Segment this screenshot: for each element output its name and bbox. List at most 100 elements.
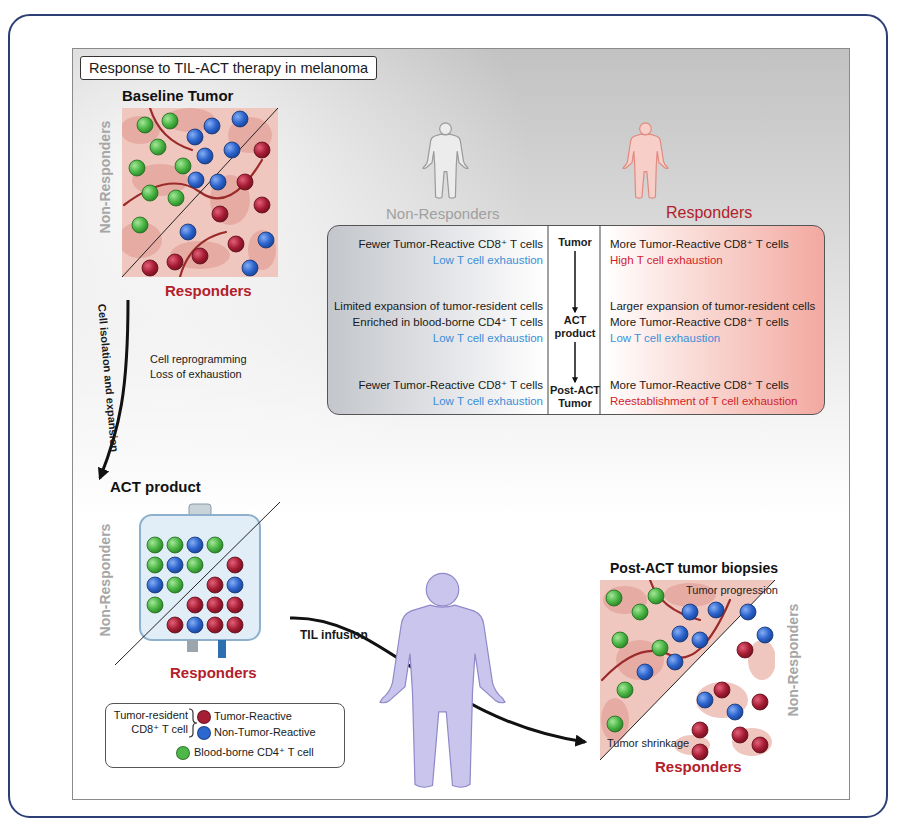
t-cell-part <box>254 142 270 158</box>
group-label: Responders <box>655 758 742 775</box>
patient-icon-part <box>423 134 468 198</box>
t-cell-part <box>132 217 148 233</box>
group-label: Non-Responders <box>785 604 801 717</box>
t-cell-part <box>142 260 158 276</box>
edge-label: TIL infusion <box>300 628 368 643</box>
t-cell-part <box>212 206 228 222</box>
split-line <box>600 580 775 760</box>
table-cell: Fewer Tumor-Reactive CD8⁺ T cells <box>323 237 543 252</box>
iv-bag-part <box>187 640 198 652</box>
t-cell-part <box>672 626 688 642</box>
t-cell-part <box>692 744 708 760</box>
t-cell-part <box>607 716 623 732</box>
table-cell: Low T cell exhaustion <box>323 331 543 346</box>
post-tumor-art-part <box>600 580 775 760</box>
outcome-label: Tumor shrinkage <box>607 737 689 750</box>
patient-icon <box>623 123 668 198</box>
t-cell-part <box>147 597 163 613</box>
legend-swatch <box>176 746 190 760</box>
split-line <box>115 502 280 665</box>
t-cell-part <box>175 158 191 174</box>
t-cell-part <box>732 727 748 743</box>
t-cell-part <box>752 737 768 753</box>
table-cell: High T cell exhaustion <box>610 253 723 268</box>
patient-icon <box>423 123 468 198</box>
column-heading: Responders <box>666 204 752 222</box>
t-cell-part <box>242 260 258 276</box>
table-cell: Larger expansion of tumor-resident cells <box>610 299 815 314</box>
t-cell-part <box>168 190 184 206</box>
patient-figure-part-part <box>380 605 505 787</box>
baseline-tumor-art-part <box>122 108 278 277</box>
t-cell-part <box>187 537 203 553</box>
t-cell-part <box>137 117 153 133</box>
t-cell-part <box>129 160 145 176</box>
t-cell-part <box>648 588 664 604</box>
t-cell-part <box>697 692 713 708</box>
table-cell: Reestablishment of T cell exhaustion <box>610 394 798 409</box>
t-cell-part <box>637 664 653 680</box>
t-cell-part <box>228 236 244 252</box>
t-cell-part <box>652 640 668 656</box>
t-cell-part <box>667 654 683 670</box>
table-cell: Enriched in blood-borne CD4⁺ T cells <box>323 315 543 330</box>
t-cell <box>147 537 243 633</box>
split-line <box>122 108 278 277</box>
patient-icon-part <box>623 134 668 198</box>
post-tumor-art-part <box>602 600 730 680</box>
table-cell: More Tumor-Reactive CD8⁺ T cells <box>610 237 789 252</box>
legend-swatch <box>197 726 211 740</box>
process-note: Cell reprogramming Loss of exhaustion <box>150 352 265 382</box>
t-cell-part <box>204 118 220 134</box>
stage-cell: Post-ACT Tumor <box>549 382 601 412</box>
t-cell <box>606 588 773 760</box>
patient-icon-part <box>640 123 652 135</box>
t-cell-part <box>187 617 203 633</box>
t-cell-part <box>757 627 773 643</box>
t-cell-part <box>162 113 178 129</box>
post-tumor-art <box>600 580 775 760</box>
t-cell-part <box>752 694 768 710</box>
patient-figure-part-part <box>426 573 459 605</box>
t-cell-part <box>227 557 243 573</box>
t-cell-part <box>207 617 223 633</box>
t-cell-part <box>207 577 223 593</box>
t-cell-part <box>737 642 753 658</box>
stage-cell: ACT product <box>549 312 601 342</box>
t-cell-part <box>197 148 213 164</box>
iv-bag-part <box>218 640 226 658</box>
table-cell: More Tumor-Reactive CD8⁺ T cells <box>610 315 789 330</box>
stage-text: Post-ACT Tumor <box>549 384 601 410</box>
table-cell: Low T cell exhaustion <box>610 331 720 346</box>
t-cell-part <box>187 597 203 613</box>
t-cell-part <box>232 111 248 127</box>
table-cell: Low T cell exhaustion <box>323 253 543 268</box>
t-cell-part <box>167 254 183 270</box>
t-cell-part <box>167 617 183 633</box>
outcome-label: Tumor progression <box>686 584 778 597</box>
t-cell <box>129 111 274 276</box>
flow-arrow <box>574 342 576 382</box>
stage-text: ACT product <box>549 314 601 340</box>
iv-bag-part <box>140 515 260 640</box>
t-cell-part <box>180 224 196 240</box>
legend-group-label: Tumor-resident CD8⁺ T cell <box>108 708 188 736</box>
t-cell-part <box>692 722 708 738</box>
t-cell-part <box>210 174 226 190</box>
group-label: Responders <box>170 664 257 681</box>
t-cell-part <box>227 577 243 593</box>
t-cell-part <box>227 617 243 633</box>
panel-heading: ACT product <box>110 478 201 495</box>
t-cell-part <box>254 197 270 213</box>
t-cell-part <box>617 682 633 698</box>
t-cell-part <box>612 632 628 648</box>
patient-icon-part <box>440 123 452 135</box>
legend-swatch <box>197 710 211 724</box>
flow-arrow <box>290 618 585 742</box>
t-cell-part <box>167 557 183 573</box>
t-cell-part <box>188 172 204 188</box>
t-cell-part <box>142 185 158 201</box>
t-cell-part <box>237 174 253 190</box>
panel-heading: Post-ACT tumor biopsies <box>610 560 778 576</box>
